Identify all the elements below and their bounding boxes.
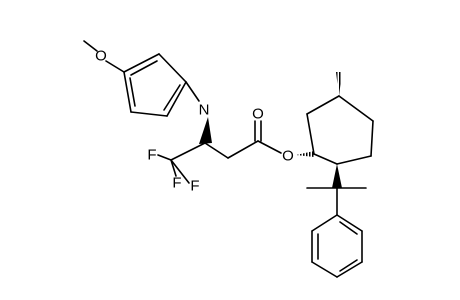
amine-wedge-bond bbox=[199, 117, 212, 144]
methoxy-methyl-bond bbox=[83, 40, 98, 52]
phenyl-aromatic-inner-bond bbox=[339, 259, 358, 272]
phenyl-ring-bond bbox=[336, 261, 363, 278]
phenyl-group bbox=[311, 214, 363, 278]
phenyl-aromatic-inner-bond bbox=[339, 221, 358, 235]
anisyl-aromatic-inner-bond bbox=[130, 60, 158, 76]
cyclohexane-ring-bond bbox=[313, 153, 338, 165]
anisyl-ring-bond bbox=[123, 71, 132, 113]
cyclohexane-ring-bond bbox=[370, 120, 374, 157]
stereocenter-cf3-bond bbox=[170, 142, 206, 161]
cyclohexane-ring-bond bbox=[336, 155, 372, 165]
menthyl-type-ring bbox=[296, 72, 374, 216]
carbon-fluorine-bond bbox=[157, 154, 172, 161]
cyclohexane-ring-bond bbox=[338, 95, 374, 122]
ring-quaternary-wedge-bond bbox=[332, 164, 342, 188]
fluorine-label: F bbox=[147, 147, 156, 164]
phenyl-ring-bond bbox=[311, 261, 338, 278]
methoxy-oxygen-ring-bond bbox=[105, 60, 125, 73]
methoxyphenyl-group bbox=[83, 40, 200, 117]
amine-nitrogen-label: N bbox=[199, 102, 210, 119]
stereocenter-methylene-bond bbox=[204, 142, 229, 159]
carbon-fluorine-bond bbox=[170, 159, 177, 177]
cyclohexane-ring-bond bbox=[306, 113, 315, 155]
carbonyl-oxygen-label: O bbox=[252, 106, 264, 123]
cyclohexane-ring-bond bbox=[306, 95, 340, 115]
carbon-fluorine-bond bbox=[170, 159, 190, 184]
anisyl-aromatic-inner-bond bbox=[129, 77, 136, 107]
methylene-carbonyl-bond bbox=[227, 140, 259, 159]
ring-methyl-hashed-bond bbox=[336, 72, 342, 96]
trifluoro-amine-chain bbox=[157, 117, 282, 184]
anisyl-ring-bond bbox=[123, 53, 160, 73]
anisyl-aromatic-inner-bond bbox=[163, 84, 181, 111]
ester-oxygen-label: O bbox=[282, 148, 294, 165]
phenyl-ring-bond bbox=[336, 214, 363, 232]
anisyl-ring-bond bbox=[166, 81, 187, 117]
fluorine-label: F bbox=[190, 178, 199, 195]
anisyl-ring-bond bbox=[130, 111, 168, 117]
fluorine-label: F bbox=[172, 175, 181, 192]
methoxy-oxygen-label: O bbox=[95, 48, 107, 65]
carbonyl-ester-oxygen-bond bbox=[257, 140, 282, 154]
atom-labels: O N F F F O O bbox=[95, 48, 294, 195]
phenyl-ring-bond bbox=[311, 214, 338, 232]
aryl-nitrogen-bond bbox=[185, 81, 200, 102]
anisyl-ring-bond bbox=[158, 53, 187, 83]
ester-hashed-bond bbox=[296, 151, 314, 157]
